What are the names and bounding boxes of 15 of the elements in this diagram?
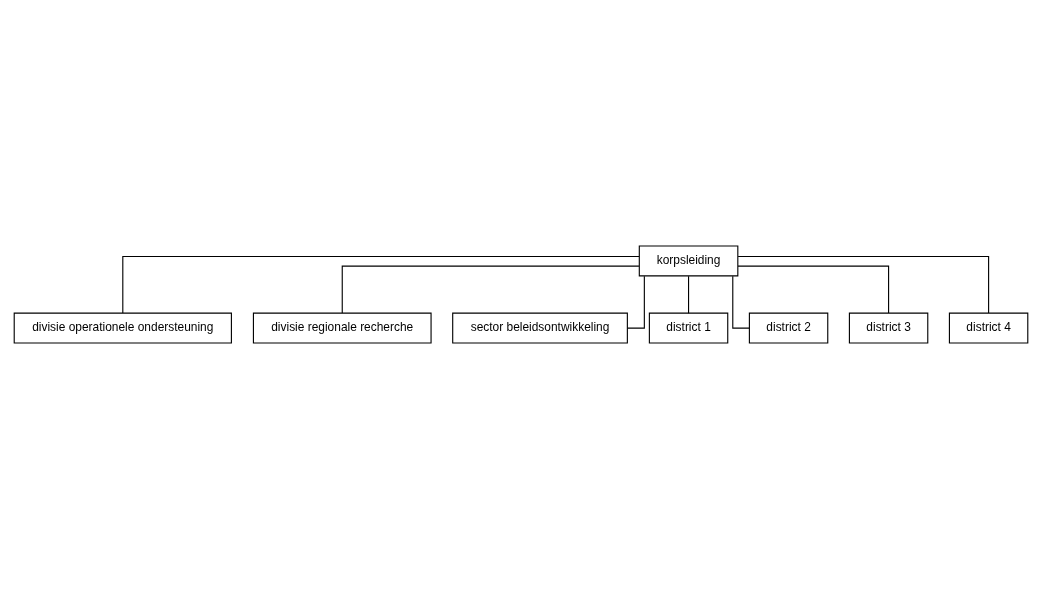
node-box: korpsleiding	[638, 245, 739, 277]
connector	[341, 265, 640, 314]
node-box: district 4	[948, 312, 1029, 344]
connector	[627, 275, 645, 329]
connector	[737, 265, 890, 314]
connector	[122, 255, 640, 314]
connector	[737, 255, 990, 314]
connector	[732, 275, 750, 329]
node-box: divisie regionale recherche	[252, 312, 432, 344]
connector	[688, 275, 690, 314]
node-box: district 3	[848, 312, 929, 344]
node-box: district 2	[748, 312, 829, 344]
node-box: district 1	[648, 312, 729, 344]
node-box: sector beleidsontwikkeling	[452, 312, 628, 344]
node-box: divisie operationele ondersteuning	[13, 312, 232, 344]
